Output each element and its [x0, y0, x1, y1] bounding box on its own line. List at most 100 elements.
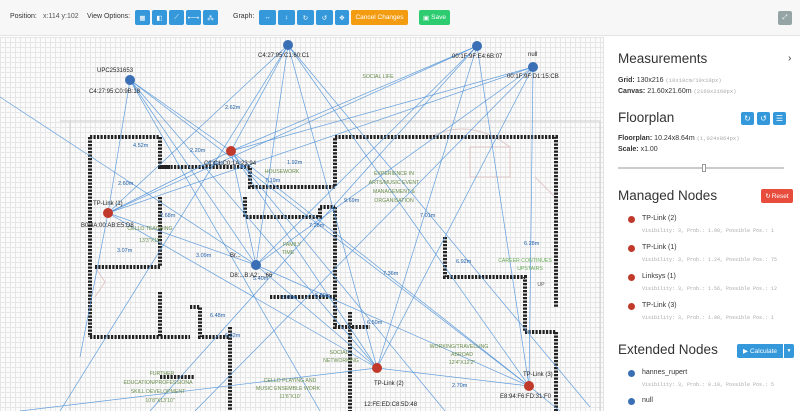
room-label: EXPERIENCE IN [374, 171, 414, 177]
node-meta: Visibility: 3, Prob.: 1.56, Possible Pos… [642, 286, 778, 292]
room-label: UP [537, 282, 545, 288]
room-label: HOUSEWORK [265, 169, 300, 175]
room-label: FAMILY [283, 242, 302, 248]
move-icon: ✥ [339, 14, 345, 22]
save-button[interactable]: ▣ Save [419, 10, 450, 25]
edge-distance-label: 6.28m [524, 241, 540, 247]
canvas-value: 21.60x21.60m [647, 88, 692, 95]
node-meta: Visibility: 3, Prob.: 1.24, Possible Pos… [642, 257, 778, 263]
floorplan-rotate-left-button[interactable]: ↺ [757, 112, 770, 125]
edge-line [79, 212, 109, 358]
reset-button[interactable]: ↻ Reset [761, 189, 793, 203]
room-label: 10'8"X13'10" [145, 398, 174, 404]
grid-label: Grid: [618, 77, 635, 84]
node-name: TP-Link (2) [642, 215, 677, 222]
room-label: ORGANISATION [374, 198, 414, 204]
edge-distance-label: 2.62m [225, 105, 241, 111]
calculate-label: Calculate [749, 347, 778, 355]
node-name: TP-Link (3) [642, 302, 677, 309]
edge-distance-label: 5.68m [282, 295, 298, 301]
rotate-right-button[interactable]: ↻ [297, 10, 314, 25]
edge-line [0, 96, 257, 266]
managed-nodes-title: Managed Nodes [618, 188, 718, 203]
view-options-label: View Options: [87, 13, 131, 20]
edge-line [255, 45, 478, 266]
edge-line [149, 45, 478, 411]
move-button[interactable]: ✥ [335, 10, 349, 25]
menu-icon: ☰ [775, 114, 784, 123]
edge-line [230, 45, 478, 152]
node-label: E8:94:F6:FD:31:F0 [500, 394, 552, 400]
room-label: WORKING/TRAVELLING [430, 344, 489, 350]
edge-distance-label: 6.48m [210, 313, 226, 319]
edge-line [107, 44, 289, 214]
side-panel: Measurements › Grid: 130x216 (10x10cm/10… [603, 37, 800, 411]
floorplan-menu-button[interactable]: ☰ [773, 112, 786, 125]
room-label: ABROAD [451, 352, 473, 358]
floorplan-label: Floorplan: [618, 135, 653, 142]
calculate-dropdown-button[interactable]: ▼ [784, 344, 794, 358]
node-name: hannes_rupert [642, 369, 688, 376]
edge-distance-label: 3.07m [117, 248, 133, 254]
floorplan-rotate-button[interactable]: ↻ [741, 112, 754, 125]
scale-label: Scale: [618, 146, 639, 153]
room-label: FURTHER [150, 371, 175, 377]
floorplan-icon: ◧ [156, 14, 163, 22]
toolbar: Position: x:114 y:102 View Options: ▦ ◧ … [0, 0, 800, 36]
chevron-right-icon[interactable]: › [788, 53, 792, 64]
node-label: Br... [230, 253, 241, 259]
rotate-left-icon: ↺ [321, 14, 328, 22]
edge-line [476, 45, 530, 387]
edge-distance-label: 6.82m [225, 333, 241, 339]
node-meta: Visibility: 3, Prob.: 0.19, Possible Pos… [642, 382, 775, 388]
edge-distance-label: 5.40m [253, 276, 269, 282]
scale-slider-handle[interactable] [702, 164, 706, 172]
scale-slider[interactable] [618, 164, 784, 172]
cancel-changes-button[interactable]: Cancel Changes [351, 10, 408, 25]
node-status-dot [628, 370, 635, 377]
node-label: TP-Link (2) [374, 381, 404, 387]
canvas-label: Canvas: [618, 88, 646, 95]
fullscreen-button[interactable]: ⤢ [778, 11, 792, 25]
edge-line [129, 79, 257, 266]
edge-line [528, 385, 561, 411]
edge-line [230, 150, 446, 411]
arrows-horizontal-icon: ↔ [264, 14, 271, 21]
node-status-dot [628, 303, 635, 310]
refresh-icon: ↻ [765, 193, 771, 200]
edge-line [376, 45, 478, 369]
rotate-left-button[interactable]: ↺ [316, 10, 333, 25]
managed-node-marker [103, 208, 113, 218]
edges-layer [0, 44, 591, 411]
node-status-dot [628, 216, 635, 223]
stretch-horizontal-button[interactable]: ↔ [259, 10, 276, 25]
edge-line [255, 264, 378, 369]
view-nodes-button[interactable]: •⟶ [186, 10, 201, 25]
edge-line [230, 66, 534, 152]
view-floorplan-button[interactable]: ◧ [152, 10, 167, 25]
edge-line [255, 264, 530, 387]
calculate-button[interactable]: ▶ Calculate [737, 344, 783, 358]
room-label: UPSTAIRS [517, 266, 543, 272]
room-label: 13'3"X15' [139, 238, 161, 244]
edge-distance-label: 7.19m [265, 178, 281, 184]
room-label: EDUCATION/PROFESSIONA [123, 380, 193, 386]
node-label: C4:27:95:C1:60:C1 [258, 53, 310, 59]
edge-distance-label: 3.09m [196, 253, 212, 259]
view-edges-button[interactable]: ⟋ [169, 10, 184, 25]
extended-node-marker [283, 40, 293, 50]
edge-line [376, 66, 534, 369]
stretch-vertical-button[interactable]: ↕ [278, 10, 295, 25]
edge-line [129, 79, 321, 411]
node-status-dot [628, 398, 635, 405]
edge-distance-label: 7.28m [309, 223, 325, 229]
rotate-right-icon: ↻ [302, 14, 309, 22]
node-label: B0:4A:00:AB:E5:D8 [81, 223, 134, 229]
node-label: D8:...B:A2:...:66 [230, 273, 273, 279]
floorplan-outline [60, 120, 601, 411]
view-labels-button[interactable]: ⁂ [203, 10, 218, 25]
view-grid-button[interactable]: ▦ [135, 10, 150, 25]
